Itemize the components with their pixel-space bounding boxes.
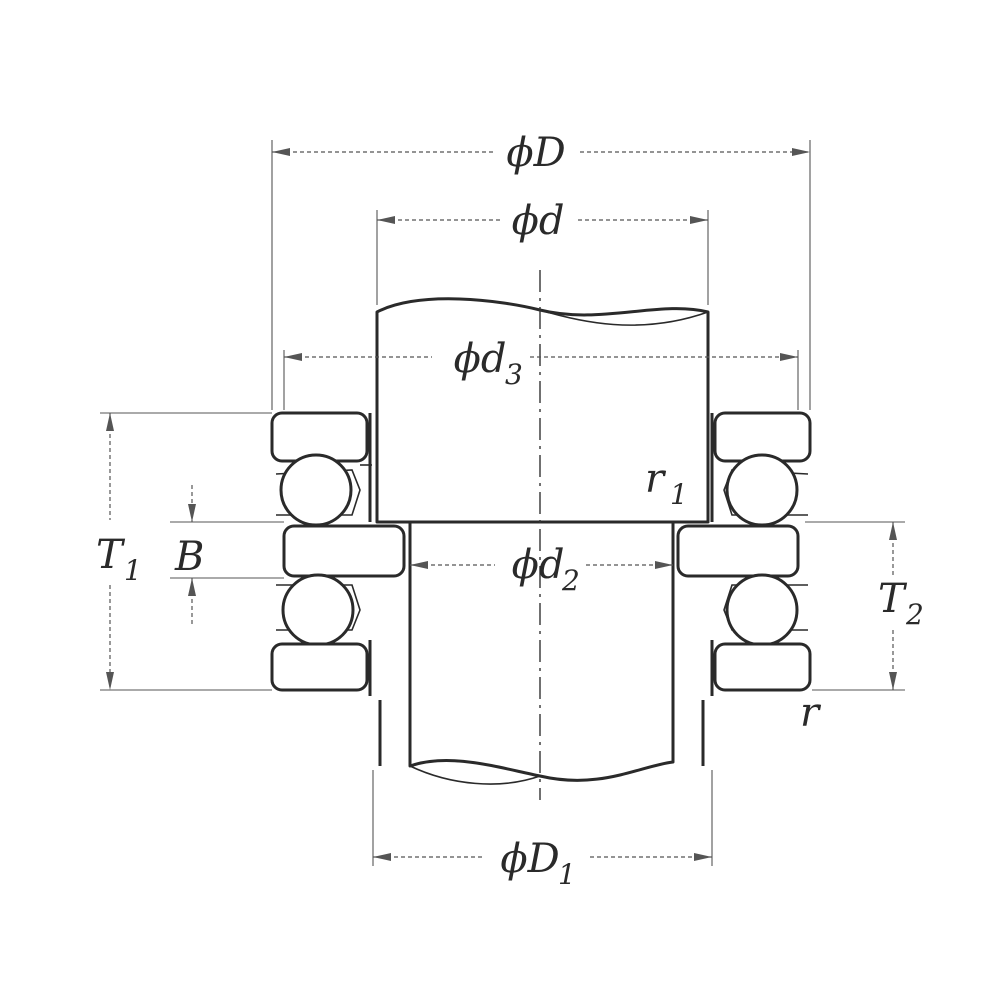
label-D: ϕD bbox=[506, 130, 565, 176]
dimension-d: ϕd bbox=[376, 198, 709, 305]
dimension-D1: ϕD 1 bbox=[372, 770, 713, 891]
label-d: ϕd bbox=[512, 198, 565, 244]
ball-top-left bbox=[279, 453, 353, 527]
ball-top-right bbox=[725, 453, 799, 527]
label-T1-sub: 1 bbox=[124, 554, 142, 587]
dimension-d3: ϕd 3 bbox=[283, 336, 799, 410]
shaft bbox=[375, 297, 710, 785]
shaft-upper-break bbox=[539, 309, 709, 326]
svg-text:2: 2 bbox=[905, 598, 924, 631]
label-D1: ϕD bbox=[500, 836, 559, 882]
label-T2: T bbox=[878, 576, 908, 622]
washer-center-right bbox=[676, 524, 800, 578]
bearing-left bbox=[270, 411, 406, 766]
label-r1-group: r bbox=[645, 456, 667, 502]
svg-text:1: 1 bbox=[124, 554, 142, 587]
svg-text:1: 1 bbox=[558, 858, 576, 891]
label-d3-sub: 3 bbox=[505, 358, 523, 391]
svg-text:3: 3 bbox=[505, 358, 523, 391]
dimension-T1: T 1 bbox=[96, 412, 272, 691]
label-r1: r bbox=[645, 456, 667, 502]
dimension-T2: T 2 bbox=[805, 521, 924, 691]
shaft-lower bbox=[408, 520, 675, 782]
washer-bottom-left bbox=[270, 642, 369, 692]
washer-center-left bbox=[282, 524, 406, 578]
svg-text:ϕd: ϕd bbox=[454, 336, 507, 382]
svg-text:T: T bbox=[878, 576, 908, 622]
washer-bottom-right bbox=[713, 642, 812, 692]
svg-text:ϕd: ϕd bbox=[512, 542, 565, 588]
label-T2-sub: 2 bbox=[905, 598, 924, 631]
bearing-right bbox=[676, 411, 812, 766]
label-T1: T bbox=[96, 532, 126, 578]
label-d2-sub: 2 bbox=[561, 564, 580, 597]
label-d2: ϕd bbox=[512, 542, 565, 588]
label-B: B bbox=[174, 534, 204, 580]
svg-text:ϕD: ϕD bbox=[506, 130, 565, 176]
ball-bottom-left bbox=[281, 573, 355, 647]
svg-text:ϕD: ϕD bbox=[500, 836, 559, 882]
dimension-d2: ϕd 2 bbox=[410, 542, 673, 597]
dimension-B: B bbox=[170, 485, 284, 625]
svg-text:2: 2 bbox=[561, 564, 580, 597]
shaft-lower-break bbox=[409, 765, 541, 785]
svg-text:T: T bbox=[96, 532, 126, 578]
label-d3: ϕd bbox=[454, 336, 507, 382]
svg-text:B: B bbox=[174, 534, 204, 580]
label-r1-sub-text: 1 bbox=[670, 478, 688, 511]
label-r1-sub: 1 bbox=[670, 478, 688, 511]
label-D1-sub: 1 bbox=[558, 858, 576, 891]
dimension-D: ϕD bbox=[271, 130, 811, 410]
ball-bottom-right bbox=[725, 573, 799, 647]
svg-text:ϕd: ϕd bbox=[512, 198, 565, 244]
label-r: r bbox=[800, 690, 822, 736]
label-r-group: r bbox=[800, 690, 822, 736]
